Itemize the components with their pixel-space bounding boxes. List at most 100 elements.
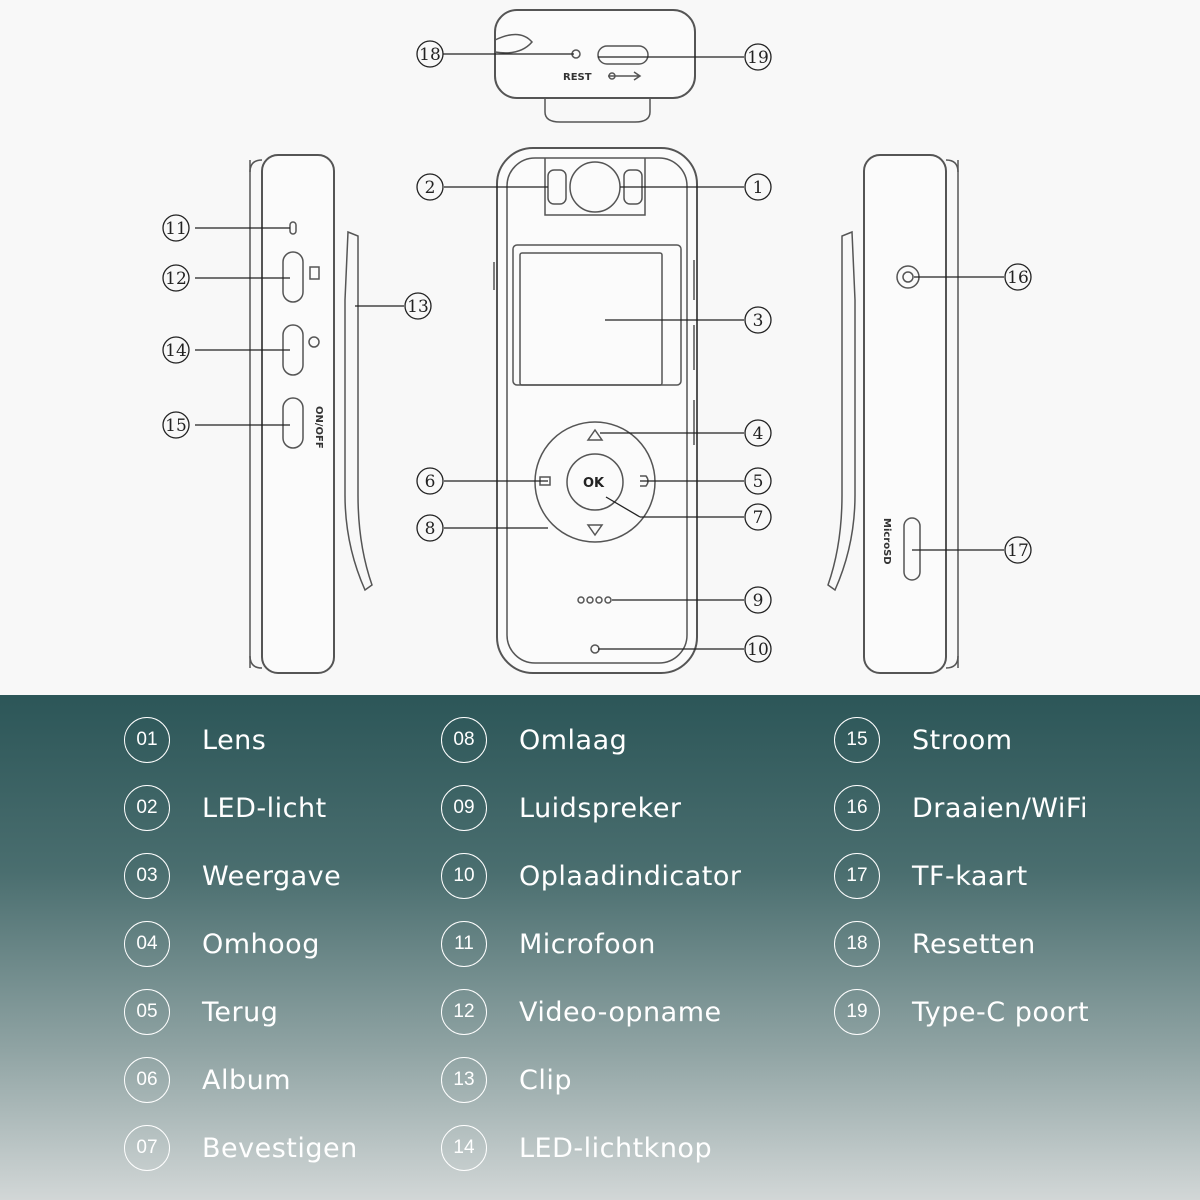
legend-number: 15 [834, 717, 880, 763]
legend-label: Bevestigen [202, 1132, 358, 1164]
callout-4: 4 [744, 419, 772, 447]
legend-label: Stroom [912, 724, 1013, 756]
legend-number: 05 [124, 989, 170, 1035]
legend-item: 02 LED-licht [124, 783, 327, 833]
legend-label: TF-kaart [912, 860, 1028, 892]
callouts: 18 19 2 1 3 4 5 6 7 8 9 10 11 12 13 14 1… [162, 40, 1032, 663]
record-button [282, 251, 304, 303]
legend-number: 02 [124, 785, 170, 831]
legend-label: Terug [202, 996, 279, 1028]
left-side-view: ON/OFF [249, 154, 373, 674]
legend-item: 18 Resetten [834, 919, 1036, 969]
legend-number: 06 [124, 1057, 170, 1103]
svg-text:7: 7 [753, 508, 764, 528]
top-view: REST [494, 9, 696, 123]
diagram-svg: REST ON/OFF [162, 9, 1032, 674]
svg-text:13: 13 [407, 297, 429, 317]
svg-text:10: 10 [747, 640, 769, 660]
legend-item: 17 TF-kaart [834, 851, 1028, 901]
legend-item: 07 Bevestigen [124, 1123, 358, 1173]
legend-item: 08 Omlaag [441, 715, 627, 765]
legend-number: 19 [834, 989, 880, 1035]
legend-label: LED-lichtknop [519, 1132, 713, 1164]
legend-item: 10 Oplaadindicator [441, 851, 741, 901]
legend-number: 10 [441, 853, 487, 899]
svg-text:8: 8 [425, 519, 436, 539]
legend-number: 14 [441, 1125, 487, 1171]
svg-text:15: 15 [165, 416, 187, 436]
legend-number: 07 [124, 1125, 170, 1171]
legend-label: Weergave [202, 860, 342, 892]
callout-12: 12 [162, 264, 190, 292]
power-label: ON/OFF [313, 406, 324, 449]
right-side-view: MicroSD [827, 154, 959, 674]
legend-label: Album [202, 1064, 292, 1096]
callout-5: 5 [744, 467, 772, 495]
callout-10: 10 [744, 635, 772, 663]
callout-1: 1 [744, 173, 772, 201]
svg-text:18: 18 [419, 45, 441, 65]
camera-icon [308, 336, 320, 348]
legend-label: Omhoog [202, 928, 320, 960]
callout-2: 2 [416, 173, 444, 201]
svg-text:4: 4 [753, 424, 764, 444]
usb-c-port [597, 45, 649, 65]
legend-number: 11 [441, 921, 487, 967]
callout-19: 19 [744, 43, 772, 71]
callout-13: 13 [404, 292, 432, 320]
legend-number: 16 [834, 785, 880, 831]
legend-label: Resetten [912, 928, 1036, 960]
svg-text:11: 11 [165, 219, 187, 239]
svg-text:14: 14 [165, 341, 187, 361]
legend-item: 15 Stroom [834, 715, 1013, 765]
legend-item: 11 Microfoon [441, 919, 656, 969]
legend-item: 06 Album [124, 1055, 291, 1105]
down-arrow-icon [586, 524, 604, 537]
legend-label: Video-opname [519, 996, 722, 1028]
display [519, 252, 663, 386]
callout-8: 8 [416, 514, 444, 542]
callout-18: 18 [416, 40, 444, 68]
callout-16: 16 [1004, 263, 1032, 291]
legend-number: 13 [441, 1057, 487, 1103]
callout-11: 11 [162, 214, 190, 242]
legend-label: Microfoon [519, 928, 656, 960]
rest-label: REST [563, 72, 592, 83]
callout-17: 17 [1004, 536, 1032, 564]
microsd-slot [903, 517, 921, 581]
up-arrow-icon [586, 428, 604, 441]
front-view: OK [493, 147, 698, 674]
legend-number: 18 [834, 921, 880, 967]
legend-label: Type-C poort [912, 996, 1090, 1028]
legend-number: 17 [834, 853, 880, 899]
navigation-ring [534, 421, 656, 543]
ok-label: OK [583, 476, 605, 491]
legend-item: 14 LED-lichtknop [441, 1123, 712, 1173]
power-button [282, 397, 304, 449]
svg-text:17: 17 [1007, 541, 1029, 561]
legend-label: Oplaadindicator [519, 860, 742, 892]
callout-3: 3 [744, 306, 772, 334]
svg-text:9: 9 [753, 591, 764, 611]
legend-item: 19 Type-C poort [834, 987, 1089, 1037]
legend-number: 12 [441, 989, 487, 1035]
legend-label: Omlaag [519, 724, 628, 756]
ok-button [566, 453, 624, 511]
callout-14: 14 [162, 336, 190, 364]
callout-15: 15 [162, 411, 190, 439]
legend-label: LED-licht [202, 792, 327, 824]
callout-6: 6 [416, 467, 444, 495]
leader-lines [195, 53, 1004, 650]
legend-number: 08 [441, 717, 487, 763]
callout-7: 7 [744, 503, 772, 531]
microsd-label: MicroSD [881, 518, 892, 565]
svg-text:12: 12 [165, 269, 187, 289]
svg-text:2: 2 [425, 178, 436, 198]
